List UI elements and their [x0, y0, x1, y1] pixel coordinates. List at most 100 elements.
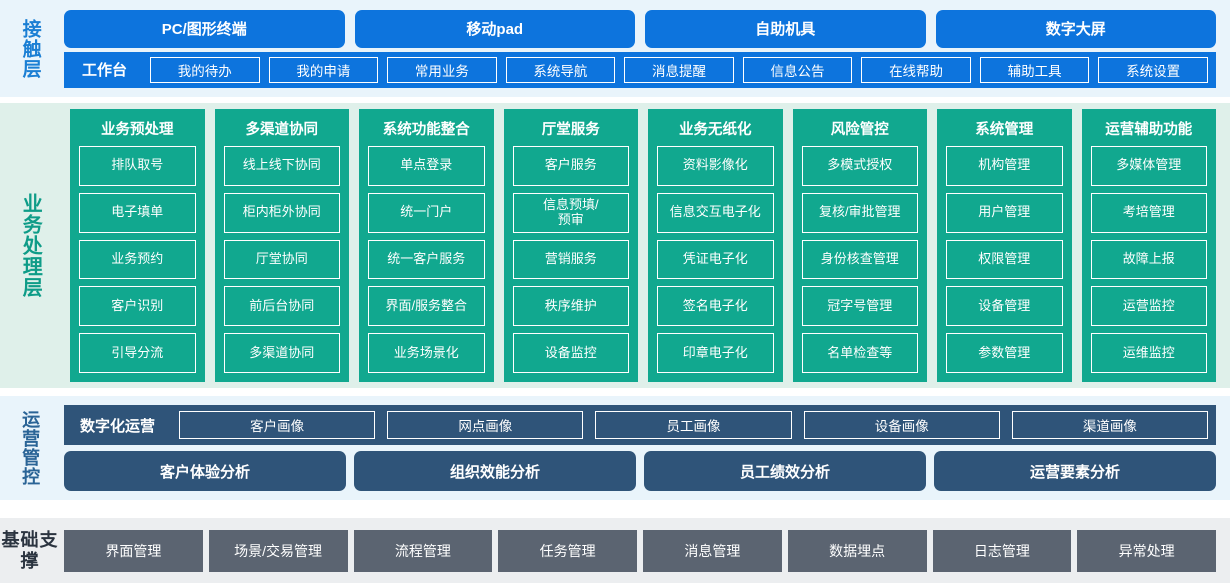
- base-support-row: 界面管理 场景/交易管理 流程管理 任务管理 消息管理 数据埋点 日志管理 异常…: [64, 529, 1216, 572]
- business-item[interactable]: 资料影像化: [657, 146, 774, 186]
- business-item[interactable]: 冠字号管理: [801, 286, 918, 327]
- business-group-title: 运营辅助功能: [1105, 122, 1193, 138]
- workbench-item-system-navigation[interactable]: 系统导航: [505, 56, 616, 83]
- layer-base-body: 界面管理 场景/交易管理 流程管理 任务管理 消息管理 数据埋点 日志管理 异常…: [60, 518, 1230, 583]
- business-item[interactable]: 单点登录: [368, 146, 485, 186]
- business-item[interactable]: 信息交互电子化: [657, 192, 774, 233]
- portrait-channel[interactable]: 渠道画像: [1011, 411, 1209, 439]
- digital-operations-bar: 数字化运营 客户画像 网点画像 员工画像 设备画像 渠道画像: [64, 405, 1216, 445]
- business-item[interactable]: 多媒体管理: [1090, 146, 1207, 186]
- layer-base-support: 基础支撑 界面管理 场景/交易管理 流程管理 任务管理 消息管理 数据埋点 日志…: [0, 518, 1230, 583]
- business-item[interactable]: 印章电子化: [657, 333, 774, 373]
- business-group-items: 单点登录 统一门户 统一客户服务 界面/服务整合 业务场景化: [368, 146, 485, 373]
- portrait-branch[interactable]: 网点画像: [387, 411, 584, 439]
- business-group-ops-support: 运营辅助功能 多媒体管理 考培管理 故障上报 运营监控 运维监控: [1081, 109, 1216, 382]
- analysis-organizational-efficiency[interactable]: 组织效能分析: [354, 451, 636, 491]
- workbench-item-system-settings[interactable]: 系统设置: [1098, 56, 1208, 83]
- business-group-title: 风险管控: [830, 122, 889, 138]
- layer-contact-body: PC/图形终端 移动pad 自助机具 数字大屏 工作台 我的待办 我的申请 常用…: [60, 0, 1230, 97]
- channel-card-mobile-pad[interactable]: 移动pad: [354, 9, 635, 48]
- business-group-multi-channel: 多渠道协同 线上线下协同 柜内柜外协同 厅堂协同 前后台协同 多渠道协同: [214, 109, 349, 382]
- layer-contact: 接触层 PC/图形终端 移动pad 自助机具 数字大屏 工作台 我的待办 我的申…: [0, 0, 1230, 97]
- channel-card-digital-screen[interactable]: 数字大屏: [935, 9, 1216, 48]
- analysis-row: 客户体验分析 组织效能分析 员工绩效分析 运营要素分析: [64, 451, 1216, 491]
- business-item[interactable]: 设备监控: [512, 333, 629, 373]
- base-item-process-management[interactable]: 流程管理: [353, 529, 493, 572]
- business-group-title: 系统功能整合: [382, 122, 470, 138]
- layer-label-contact: 接触层: [19, 18, 41, 79]
- business-item[interactable]: 电子填单: [79, 192, 196, 233]
- business-item[interactable]: 厅堂协同: [223, 239, 340, 280]
- base-item-message-management[interactable]: 消息管理: [643, 529, 782, 572]
- analysis-operating-elements[interactable]: 运营要素分析: [934, 451, 1216, 491]
- business-item[interactable]: 客户识别: [79, 286, 196, 327]
- business-item[interactable]: 机构管理: [946, 146, 1063, 186]
- workbench-title: 工作台: [82, 62, 128, 79]
- base-item-scenario-transaction-management[interactable]: 场景/交易管理: [208, 529, 348, 572]
- business-group-title: 厅堂服务: [541, 122, 600, 138]
- base-item-task-management[interactable]: 任务管理: [498, 529, 637, 572]
- business-group-items: 多媒体管理 考培管理 故障上报 运营监控 运维监控: [1090, 146, 1207, 373]
- business-item[interactable]: 引导分流: [79, 333, 196, 373]
- business-item[interactable]: 业务预约: [79, 239, 196, 280]
- business-item[interactable]: 线上线下协同: [223, 146, 340, 186]
- base-item-ui-management[interactable]: 界面管理: [64, 529, 203, 572]
- business-item[interactable]: 参数管理: [946, 333, 1063, 373]
- business-group-items: 客户服务 信息预填/ 预审 营销服务 秩序维护 设备监控: [512, 146, 629, 373]
- channel-card-pc[interactable]: PC/图形终端: [64, 9, 345, 48]
- workbench-item-aux-tools[interactable]: 辅助工具: [979, 56, 1090, 83]
- business-group-title: 业务预处理: [101, 122, 174, 138]
- channel-card-self-service[interactable]: 自助机具: [645, 9, 926, 48]
- workbench-item-common-business[interactable]: 常用业务: [387, 56, 497, 83]
- business-item[interactable]: 身份核查管理: [801, 239, 918, 280]
- analysis-employee-performance[interactable]: 员工绩效分析: [644, 451, 926, 491]
- analysis-customer-experience[interactable]: 客户体验分析: [64, 451, 346, 491]
- layer-operations-control: 运营管控 数字化运营 客户画像 网点画像 员工画像 设备画像 渠道画像 客户体验…: [0, 396, 1230, 500]
- business-item[interactable]: 签名电子化: [657, 286, 774, 327]
- business-item[interactable]: 多模式授权: [801, 146, 918, 186]
- workbench-item-my-todo[interactable]: 我的待办: [150, 56, 260, 83]
- business-item[interactable]: 业务场景化: [368, 333, 485, 373]
- layer-label-base-support: 基础支撑: [1, 530, 59, 571]
- base-item-exception-handling[interactable]: 异常处理: [1077, 529, 1216, 572]
- business-item[interactable]: 多渠道协同: [223, 333, 340, 373]
- workbench-bar: 工作台 我的待办 我的申请 常用业务 系统导航 消息提醒 信息公告 在线帮助 辅…: [64, 51, 1216, 88]
- business-item[interactable]: 客户服务: [512, 146, 629, 186]
- business-item[interactable]: 秩序维护: [512, 286, 629, 327]
- business-item[interactable]: 统一客户服务: [368, 239, 485, 280]
- business-item[interactable]: 运营监控: [1090, 286, 1207, 327]
- business-item[interactable]: 用户管理: [946, 192, 1063, 233]
- portrait-employee[interactable]: 员工画像: [595, 411, 792, 439]
- business-group-columns: 业务预处理 排队取号 电子填单 业务预约 客户识别 引导分流 多渠道协同 线上线…: [60, 103, 1230, 388]
- business-item[interactable]: 营销服务: [512, 239, 629, 280]
- layer-business-body: 业务预处理 排队取号 电子填单 业务预约 客户识别 引导分流 多渠道协同 线上线…: [60, 103, 1230, 388]
- business-item[interactable]: 信息预填/ 预审: [512, 192, 629, 233]
- business-group-hall-service: 厅堂服务 客户服务 信息预填/ 预审 营销服务 秩序维护 设备监控: [503, 109, 638, 382]
- base-item-data-tracking[interactable]: 数据埋点: [787, 529, 927, 572]
- business-group-risk-control: 风险管控 多模式授权 复核/审批管理 身份核查管理 冠字号管理 名单检查等: [792, 109, 927, 382]
- business-item[interactable]: 统一门户: [368, 192, 485, 233]
- business-item[interactable]: 权限管理: [946, 239, 1063, 280]
- workbench-item-online-help[interactable]: 在线帮助: [861, 56, 971, 83]
- business-item[interactable]: 运维监控: [1090, 333, 1207, 373]
- workbench-item-message-alert[interactable]: 消息提醒: [624, 56, 734, 83]
- business-group-title: 多渠道协同: [245, 122, 319, 138]
- base-item-log-management[interactable]: 日志管理: [932, 529, 1072, 572]
- business-group-paperless: 业务无纸化 资料影像化 信息交互电子化 凭证电子化 签名电子化 印章电子化: [648, 109, 783, 382]
- workbench-item-announcement[interactable]: 信息公告: [742, 56, 853, 83]
- business-item[interactable]: 复核/审批管理: [801, 192, 918, 233]
- business-item[interactable]: 故障上报: [1090, 239, 1207, 280]
- business-item[interactable]: 柜内柜外协同: [223, 192, 340, 233]
- layer-business-processing: 业务处理层 业务预处理 排队取号 电子填单 业务预约 客户识别 引导分流 多渠道…: [0, 103, 1230, 388]
- workbench-item-my-application[interactable]: 我的申请: [268, 56, 379, 83]
- business-item[interactable]: 考培管理: [1090, 192, 1207, 233]
- business-item[interactable]: 前后台协同: [223, 286, 340, 327]
- business-item[interactable]: 界面/服务整合: [368, 286, 485, 327]
- business-item[interactable]: 排队取号: [79, 146, 196, 186]
- layer-label-operations-control: 运营管控: [20, 410, 41, 486]
- portrait-customer[interactable]: 客户画像: [179, 411, 376, 439]
- portrait-device[interactable]: 设备画像: [803, 411, 1000, 439]
- business-item[interactable]: 凭证电子化: [657, 239, 774, 280]
- business-item[interactable]: 名单检查等: [801, 333, 918, 373]
- business-item[interactable]: 设备管理: [946, 286, 1063, 327]
